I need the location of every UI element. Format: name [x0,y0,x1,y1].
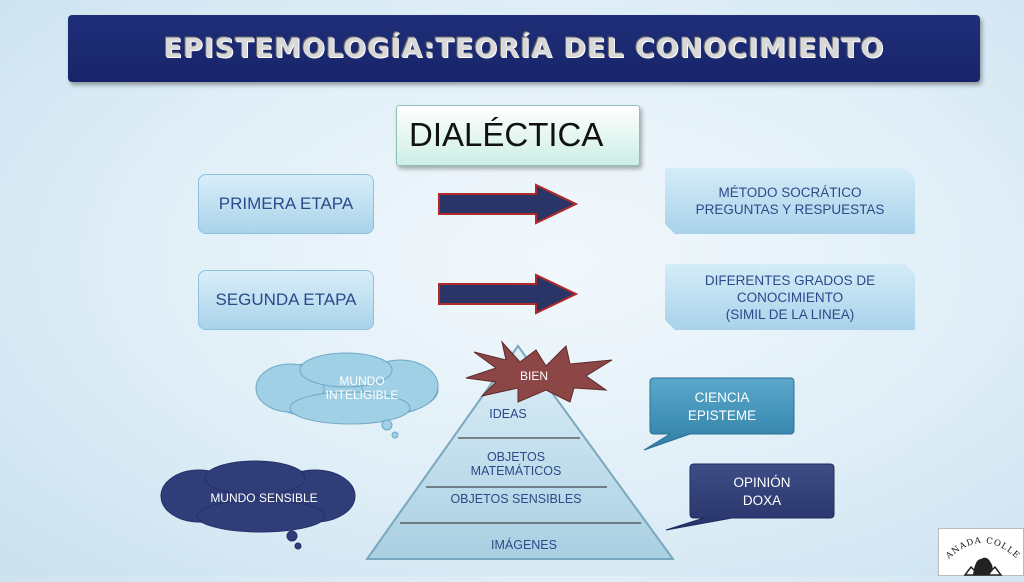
pyramid-line: MATEMÁTICOS [470,464,562,478]
title-bar: EPISTEMOLOGÍA:TEORÍA DEL CONOCIMIENTO [68,15,980,82]
pyramid-level-ideas: IDEAS [489,407,527,421]
cloud-sensible-shape [160,460,356,550]
note-line: DIFERENTES GRADOS DE [704,272,876,288]
callout-line: EPISTEME [687,408,757,423]
arrow-second-icon [438,273,579,315]
logo-crest-icon: GRANADA COLLEGE [935,522,1022,576]
pyramid-line: OBJETOS [486,450,546,464]
note-socratic-method: MÉTODO SOCRÁTICO PREGUNTAS Y RESPUESTAS [665,168,915,234]
stage-box-first: PRIMERA ETAPA [198,174,374,234]
granada-college-logo: GRANADA COLLEGE [935,522,1024,576]
pyramid-level-images: IMÁGENES [491,538,557,552]
callout-line: CIENCIA [694,390,750,405]
cloud-line: INTELIGIBLE [325,388,399,402]
arrow-first-icon [438,183,579,225]
stage-label-second: SEGUNDA ETAPA [215,290,357,309]
note-line: CONOCIMIENTO [736,289,844,305]
dialectica-box: DIALÉCTICA [396,105,640,166]
callout-ciencia-label: CIENCIA EPISTEME [652,389,792,425]
callout-line: OPINIÓN [733,475,791,490]
callout-line: DOXA [742,493,782,508]
callout-opinion-label: OPINIÓN DOXA [692,474,832,510]
callout-ciencia-shape [643,377,795,451]
note-line: MÉTODO SOCRÁTICO [718,185,862,200]
callout-opinion-shape [665,463,835,531]
stage-label-first: PRIMERA ETAPA [218,194,354,213]
note-line: PREGUNTAS Y RESPUESTAS [695,202,885,217]
knowledge-pyramid [365,344,675,560]
cloud-intelligible-shape [255,352,439,439]
star-burst-icon [465,340,613,403]
cloud-intelligible-label: MUNDO INTELIGIBLE [300,374,424,402]
dialectica-heading: DIALÉCTICA [409,116,604,153]
pyramid-level-math: OBJETOS MATEMÁTICOS [440,450,592,478]
svg-text:GRANADA COLLEGE: GRANADA COLLEGE [939,529,1022,562]
star-label: BIEN [519,369,548,383]
note-line: (SIMIL DE LA LINEA) [725,306,855,322]
logo-text: GRANADA COLLEGE [935,522,1021,562]
note-line-simile: DIFERENTES GRADOS DE CONOCIMIENTO (SIMIL… [665,264,915,330]
stage-box-second: SEGUNDA ETAPA [198,270,374,330]
cloud-line: MUNDO [339,374,385,388]
cloud-sensible-label: MUNDO SENSIBLE [210,491,318,505]
pyramid-level-sensible: OBJETOS SENSIBLES [450,492,582,506]
slide-title: EPISTEMOLOGÍA:TEORÍA DEL CONOCIMIENTO [163,33,885,64]
